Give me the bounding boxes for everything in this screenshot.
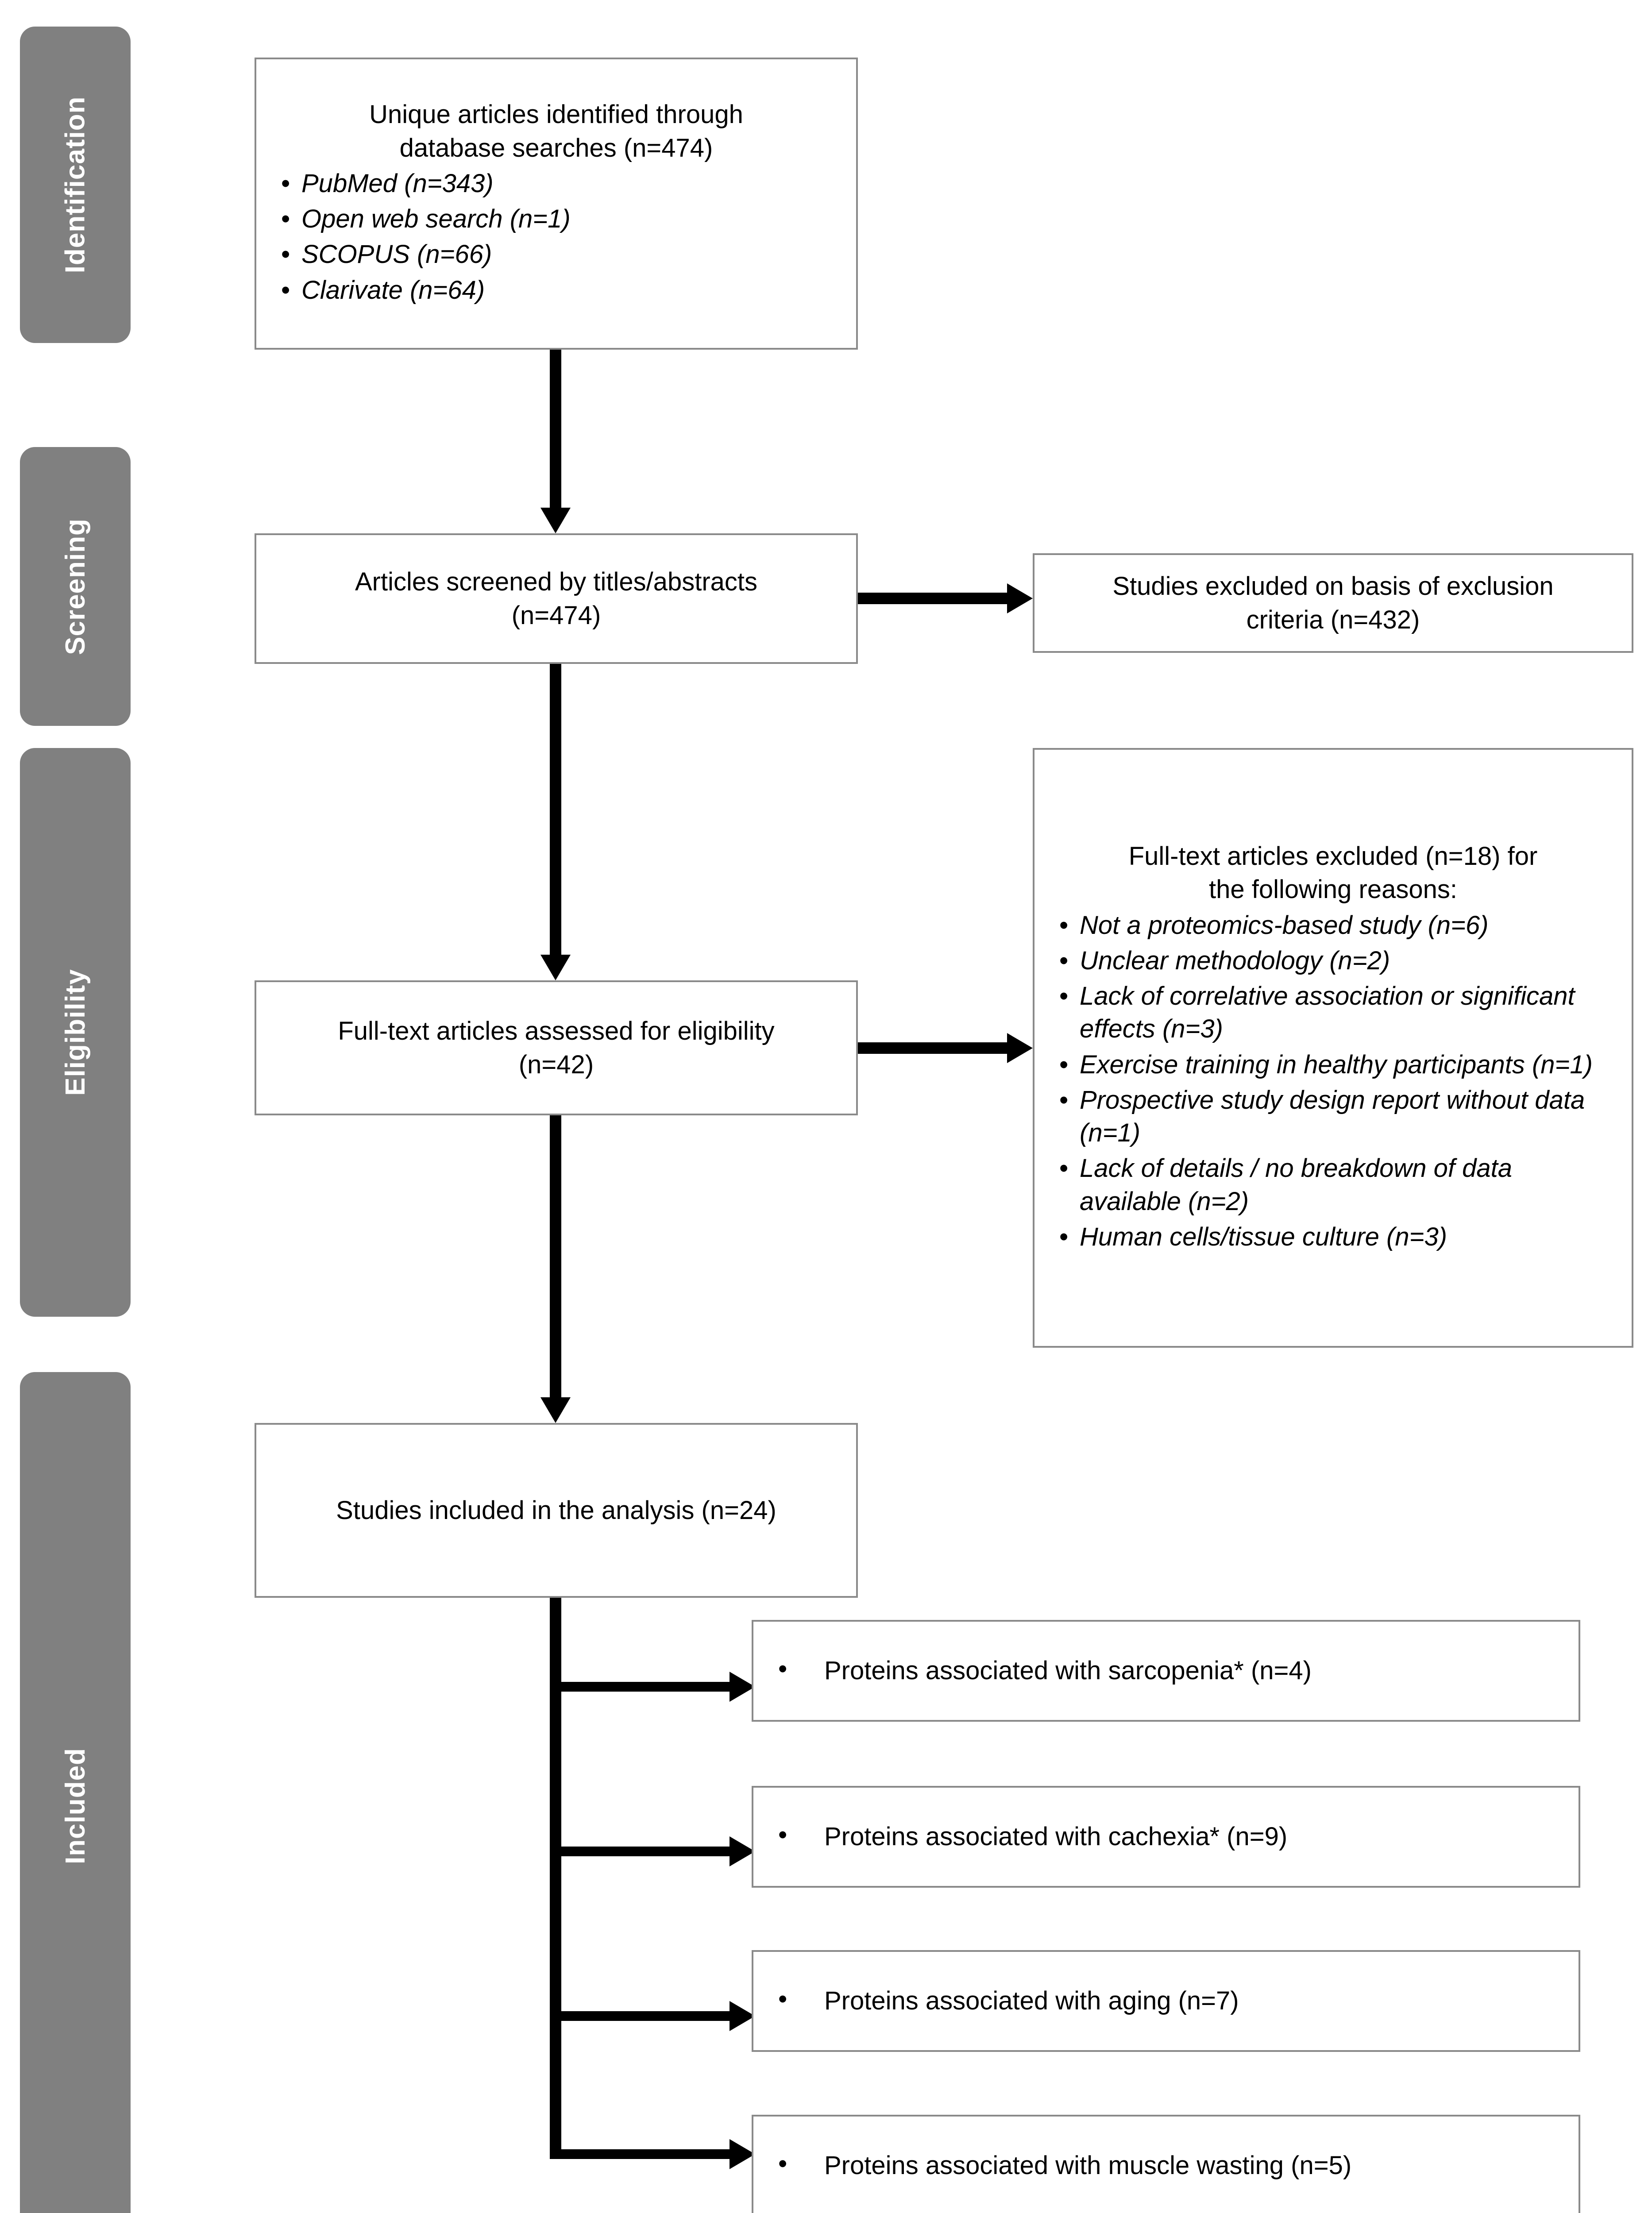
screening-box-line2: (n=474) (511, 601, 601, 630)
outcome-box-muscle-wasting: Proteins associated with muscle wasting … (752, 2115, 1580, 2213)
connector-branch-cachexia (550, 1847, 731, 1856)
eligibility-box: Full-text articles assessed for eligibil… (255, 980, 858, 1115)
fulltext-excluded-title-line1: Full-text articles excluded (n=18) for (1128, 841, 1538, 871)
screening-excluded-box: Studies excluded on basis of exclusion c… (1033, 553, 1633, 653)
arrow-head-screening-to-excluded (1007, 583, 1033, 613)
identification-box-title-line1: Unique articles identified through (369, 100, 743, 129)
stage-bar-identification: Identification (20, 27, 131, 343)
arrow-head-screening-to-eligibility (540, 955, 571, 980)
screening-excluded-line2: criteria (n=432) (1246, 605, 1420, 634)
connector-eligibility-to-included (550, 1115, 561, 1399)
identification-box: Unique articles identified through datab… (255, 58, 858, 350)
fulltext-excluded-reason-list: Not a proteomics-based study (n=6) Uncle… (1034, 909, 1632, 1256)
arrow-head-branch-aging (730, 2001, 755, 2031)
outcome-label-aging: Proteins associated with aging (n=7) (753, 1983, 1239, 2017)
stage-bar-eligibility: Eligibility (20, 748, 131, 1317)
list-item: Prospective study design report without … (1059, 1084, 1618, 1149)
outcome-box-aging: Proteins associated with aging (n=7) (752, 1950, 1580, 2052)
stage-label-included: Included (60, 1747, 91, 1864)
arrow-head-branch-cachexia (730, 1836, 755, 1866)
included-box-line1: Studies included in the analysis (n=24) (336, 1496, 776, 1525)
list-item: Lack of correlative association or signi… (1059, 980, 1618, 1045)
stage-label-screening: Screening (60, 518, 91, 655)
identification-box-title-line2: database searches (n=474) (399, 133, 713, 162)
list-item: Clarivate (n=64) (281, 274, 843, 307)
screening-box: Articles screened by titles/abstracts (n… (255, 533, 858, 664)
eligibility-box-line1: Full-text articles assessed for eligibil… (338, 1017, 775, 1046)
outcome-box-cachexia: Proteins associated with cachexia* (n=9) (752, 1786, 1580, 1888)
stage-label-identification: Identification (60, 96, 91, 274)
stage-bar-screening: Screening (20, 447, 131, 726)
connector-screening-to-eligibility (550, 664, 561, 956)
list-item: Open web search (n=1) (281, 203, 843, 235)
list-item: Lack of details / no breakdown of data a… (1059, 1152, 1618, 1218)
connector-branch-aging (550, 2011, 731, 2021)
connector-branch-muscle-wasting (550, 2149, 731, 2159)
arrow-head-eligibility-to-included (540, 1397, 571, 1423)
list-item: Not a proteomics-based study (n=6) (1059, 909, 1618, 942)
outcome-label-sarcopenia: Proteins associated with sarcopenia* (n=… (753, 1653, 1312, 1687)
arrow-head-branch-muscle-wasting (730, 2139, 755, 2169)
connector-screening-to-excluded (858, 593, 1008, 604)
list-item: Exercise training in healthy participant… (1059, 1049, 1618, 1081)
outcome-label-cachexia: Proteins associated with cachexia* (n=9) (753, 1819, 1287, 1853)
screening-box-line1: Articles screened by titles/abstracts (355, 567, 758, 597)
arrow-head-branch-sarcopenia (730, 1672, 755, 1702)
fulltext-excluded-box: Full-text articles excluded (n=18) for t… (1033, 748, 1633, 1348)
list-item: PubMed (n=343) (281, 167, 843, 200)
screening-excluded-line1: Studies excluded on basis of exclusion (1112, 572, 1554, 601)
arrow-head-eligibility-to-fulltext-excluded (1007, 1033, 1033, 1063)
list-item: Human cells/tissue culture (n=3) (1059, 1221, 1618, 1253)
stage-label-eligibility: Eligibility (60, 969, 91, 1096)
outcome-box-sarcopenia: Proteins associated with sarcopenia* (n=… (752, 1620, 1580, 1722)
connector-eligibility-to-fulltext-excluded (858, 1042, 1008, 1054)
connector-identification-to-screening (550, 350, 561, 509)
outcome-label-muscle-wasting: Proteins associated with muscle wasting … (753, 2148, 1351, 2182)
list-item: SCOPUS (n=66) (281, 238, 843, 271)
list-item: Unclear methodology (n=2) (1059, 945, 1618, 977)
arrow-head-identification-to-screening (540, 508, 571, 533)
connector-branch-sarcopenia (550, 1682, 731, 1692)
included-box: Studies included in the analysis (n=24) (255, 1423, 858, 1598)
stage-bar-included: Included (20, 1372, 131, 2213)
identification-source-list: PubMed (n=343) Open web search (n=1) SCO… (256, 167, 856, 309)
eligibility-box-line2: (n=42) (518, 1050, 594, 1079)
fulltext-excluded-title-line2: the following reasons: (1209, 875, 1457, 904)
